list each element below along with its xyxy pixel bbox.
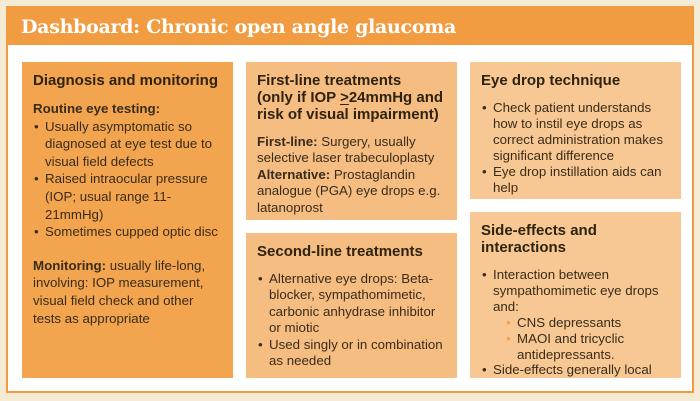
panel-diagnosis-and-monitoring: Diagnosis and monitoring Routine eye tes… [22,62,233,378]
interaction-text: Interaction between sympathomimetic eye … [493,267,659,314]
panel-side-effects-and-interactions: Side-effects and interactions Interactio… [470,212,681,378]
first-line-text: Surgery, usually selective laser trabecu… [257,134,435,166]
sub-list-item: CNS depressants [505,315,670,331]
title-line2-pre: (only if IOP [257,89,341,106]
panel-title: Eye drop technique [481,72,621,89]
list-item: Usually asymptomatic so diagnosed at eye… [33,118,222,171]
alternative-label: Alternative: [257,166,331,182]
title-line2-post: 24mmHg and risk of visual impairment) [257,89,444,123]
interaction-sub-list: CNS depressants MAOI and tricyclic antid… [505,315,670,363]
panel-body: Routine eye testing: Usually asymptomati… [33,100,222,327]
list-item: Side-effects generally local and subside… [481,362,670,378]
eye-drop-list: Check patient understands how to instil … [481,100,670,195]
panel-first-line-treatments: First-line treatments (only if IOP >24mm… [246,62,457,220]
monitoring-paragraph: Monitoring: usually life-long, involving… [33,257,222,327]
alternative-text: Prostaglandin analogue (PGA) eye drops e… [257,166,441,215]
list-item: Raised intraocular pressure (IOP; usual … [33,170,222,223]
list-item: Eye drop instillation aids can help [481,164,670,196]
panel-body: Interaction between sympathomimetic eye … [481,267,670,378]
header-bar: Dashboard: Chronic open angle glaucoma [8,8,692,45]
panel-title: Diagnosis and monitoring [33,72,219,89]
list-item: Check patient understands how to instil … [481,100,670,164]
panel-title: First-line treatments (only if IOP >24mm… [257,72,446,123]
list-item: Alternative eye drops: Beta-blocker, sym… [257,271,446,337]
monitoring-text: usually life-long, involving: IOP measur… [33,257,206,326]
second-line-list: Alternative eye drops: Beta-blocker, sym… [257,271,446,369]
side-effects-list: Interaction between sympathomimetic eye … [481,267,670,378]
panel-title: Side-effects and interactions [481,222,597,256]
subheading-routine-eye-testing: Routine eye testing: [33,101,161,116]
first-line-label: First-line: [257,134,318,149]
routine-testing-list: Usually asymptomatic so diagnosed at eye… [33,118,222,241]
greater-equal-symbol: > [340,89,349,106]
monitoring-label: Monitoring: [33,257,107,273]
list-item: Interaction between sympathomimetic eye … [481,267,670,362]
panel-body: Alternative eye drops: Beta-blocker, sym… [257,271,446,369]
panel-title: Second-line treatments [257,243,423,260]
panel-eye-drop-technique: Eye drop technique Check patient underst… [470,62,681,199]
page-title: Dashboard: Chronic open angle glaucoma [21,15,457,38]
panel-second-line-treatments: Second-line treatments Alternative eye d… [246,233,457,378]
list-item: Used singly or in combination as needed [257,337,446,370]
title-line1: First-line treatments [257,72,402,89]
list-item: Sometimes cupped optic disc [33,223,222,241]
sub-list-item: MAOI and tricyclic antidepressants. [505,331,670,363]
panel-body: Check patient understands how to instil … [481,100,670,195]
panel-body: First-line: Surgery, usually selective l… [257,134,446,216]
